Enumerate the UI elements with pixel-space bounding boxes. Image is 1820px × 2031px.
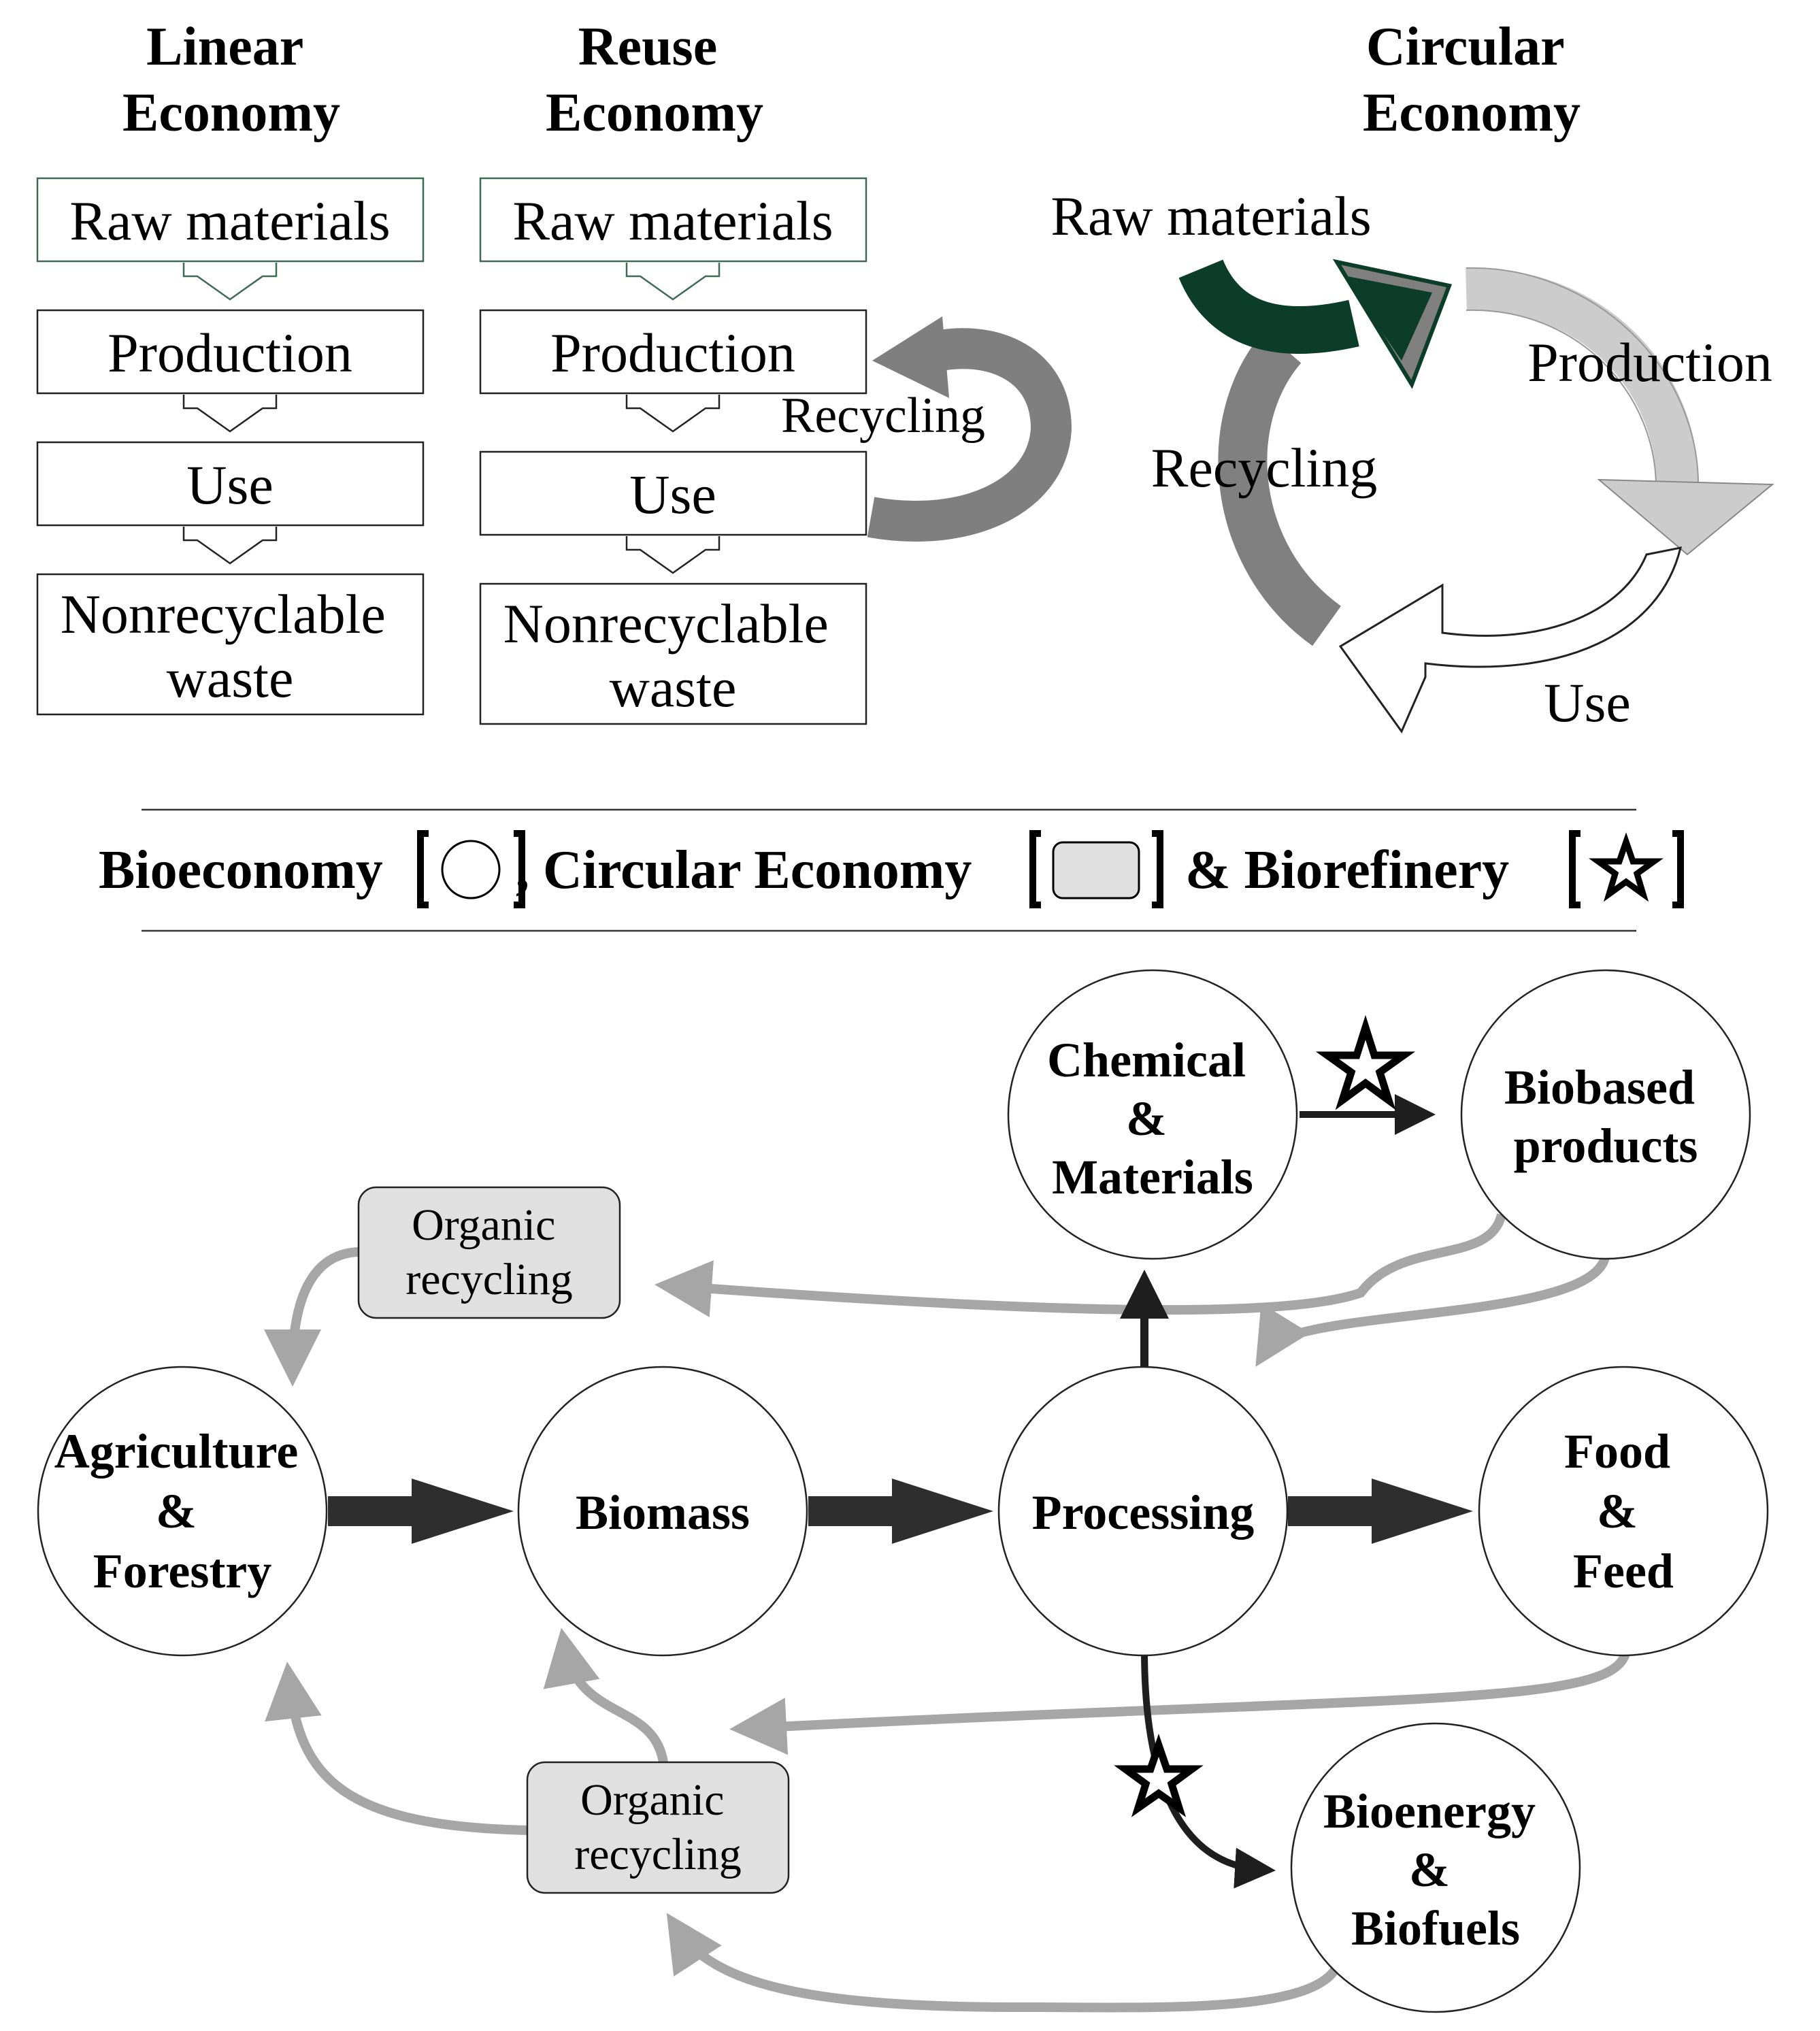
main-arrow-1-head — [412, 1479, 514, 1544]
circular-recycling-arc — [1218, 331, 1342, 646]
circular-use-arrow — [1338, 546, 1683, 734]
node-processing — [997, 1366, 1289, 1657]
linear-box-raw — [36, 177, 425, 263]
legend-star-icon — [1589, 832, 1664, 902]
legend-box-icon — [1052, 841, 1140, 899]
reuse-economy: Reuse Economy Raw materials Production U… — [479, 17, 1072, 725]
linear-arrow-3 — [182, 527, 278, 565]
organic-recycling-top — [357, 1186, 621, 1319]
circular-title: Circular Economy — [1363, 17, 1581, 143]
linear-box-raw-label: Raw materials — [69, 190, 390, 252]
main-arrow-2-shaft — [808, 1496, 893, 1526]
flow-organic-bottom-to-agri — [265, 1662, 531, 1835]
node-chemical-materials — [1007, 969, 1298, 1260]
circular-raw-arrowhead-inner — [1344, 276, 1432, 361]
reuse-recycling-loop — [867, 328, 1072, 542]
linear-box-waste-label: Nonrecyclable waste — [61, 583, 400, 709]
biorefinery-star-bottom — [1114, 1734, 1204, 1817]
legend: Bioeconomy , Circular Economy & Biorefin… — [99, 808, 1684, 932]
circular-raw-arc — [1178, 259, 1359, 354]
circular-production-label: Production — [1527, 331, 1772, 393]
flow-bioenergy-to-organic-bottom — [666, 1913, 1342, 2013]
node-chem-label: Chemical & Materials — [1047, 1033, 1258, 1204]
flow-biobased-to-organic-top — [655, 1212, 1506, 1318]
node-processing-label: Processing — [1032, 1485, 1255, 1540]
circular-use-label: Use — [1544, 672, 1631, 733]
legend-bracket-circle — [417, 830, 525, 908]
circular-economy: Circular Economy Raw materials Productio… — [1050, 17, 1774, 734]
legend-bracket-star — [1569, 830, 1684, 908]
legend-bracket-box — [1029, 830, 1163, 908]
flow-food-to-organic-bottom — [729, 1649, 1631, 1755]
reuse-arrow-2 — [625, 395, 721, 433]
node-biobased-products — [1460, 969, 1751, 1260]
node-food-label: Food & Feed — [1564, 1424, 1683, 1598]
organic-recycling-bottom-label: Organic recycling — [574, 1775, 742, 1879]
linear-arrow-2 — [182, 395, 278, 433]
node-biobased-label: Biobased products — [1504, 1060, 1707, 1173]
linear-economy: Linear Economy Raw materials Production … — [36, 17, 425, 716]
biorefinery-star-top — [1315, 1014, 1416, 1110]
legend-biorefinery: & Biorefinery — [1185, 840, 1509, 900]
main-arrow-1-shaft — [328, 1496, 412, 1526]
node-bioenergy-biofuels — [1290, 1722, 1581, 2013]
circular-raw-label: Raw materials — [1050, 185, 1371, 247]
reuse-recycling-arrowhead — [872, 316, 949, 398]
linear-box-production-label: Production — [107, 322, 352, 384]
organic-recycling-top-label: Organic recycling — [406, 1200, 573, 1304]
linear-box-use — [36, 441, 425, 527]
reuse-box-use — [479, 450, 867, 536]
circular-production-arc — [1466, 267, 1699, 491]
main-arrow-3-shaft — [1288, 1496, 1372, 1526]
reuse-box-waste — [479, 582, 867, 725]
main-arrow-2-head — [892, 1479, 993, 1544]
node-biomass — [517, 1366, 808, 1657]
circular-production-arrowhead — [1597, 478, 1774, 556]
reuse-title: Reuse Economy — [546, 17, 763, 143]
reuse-box-production-label: Production — [550, 322, 795, 384]
flow-biobased-to-processing — [1255, 1251, 1610, 1367]
flow-organic-top-to-agri — [264, 1247, 361, 1387]
organic-recycling-bottom — [526, 1761, 790, 1894]
circular-recycling-label: Recycling — [1151, 437, 1377, 499]
reuse-recycling-label: Recycling — [781, 388, 985, 444]
linear-box-production — [36, 309, 425, 395]
linear-arrow-1 — [182, 263, 278, 301]
reuse-arrow-3 — [625, 536, 721, 574]
node-bioenergy-label: Bioenergy & Biofuels — [1323, 1784, 1548, 1955]
bioeconomy-flow: Agriculture & Forestry Biomass Processin… — [37, 969, 1769, 2013]
flow-organic-bottom-to-biomass — [543, 1628, 668, 1764]
linear-title: Linear Economy — [122, 17, 340, 143]
main-arrow-3-head — [1372, 1479, 1473, 1544]
node-biomass-label: Biomass — [576, 1485, 750, 1540]
node-agriculture-label: Agriculture & Forestry — [54, 1424, 311, 1598]
reuse-box-waste-label: Nonrecyclable waste — [503, 593, 843, 719]
linear-box-use-label: Use — [186, 454, 274, 516]
node-food-feed — [1478, 1366, 1769, 1657]
legend-circle-icon — [441, 840, 501, 899]
reuse-box-production — [479, 309, 867, 395]
legend-circular: , Circular Economy — [516, 840, 972, 900]
reuse-box-raw — [479, 177, 867, 263]
reuse-arrow-1 — [625, 263, 721, 301]
linear-box-waste — [36, 573, 425, 716]
reuse-box-use-label: Use — [629, 463, 716, 525]
legend-bioeconomy: Bioeconomy — [99, 840, 383, 900]
node-agriculture-forestry — [37, 1366, 328, 1657]
reuse-box-raw-label: Raw materials — [512, 190, 833, 252]
